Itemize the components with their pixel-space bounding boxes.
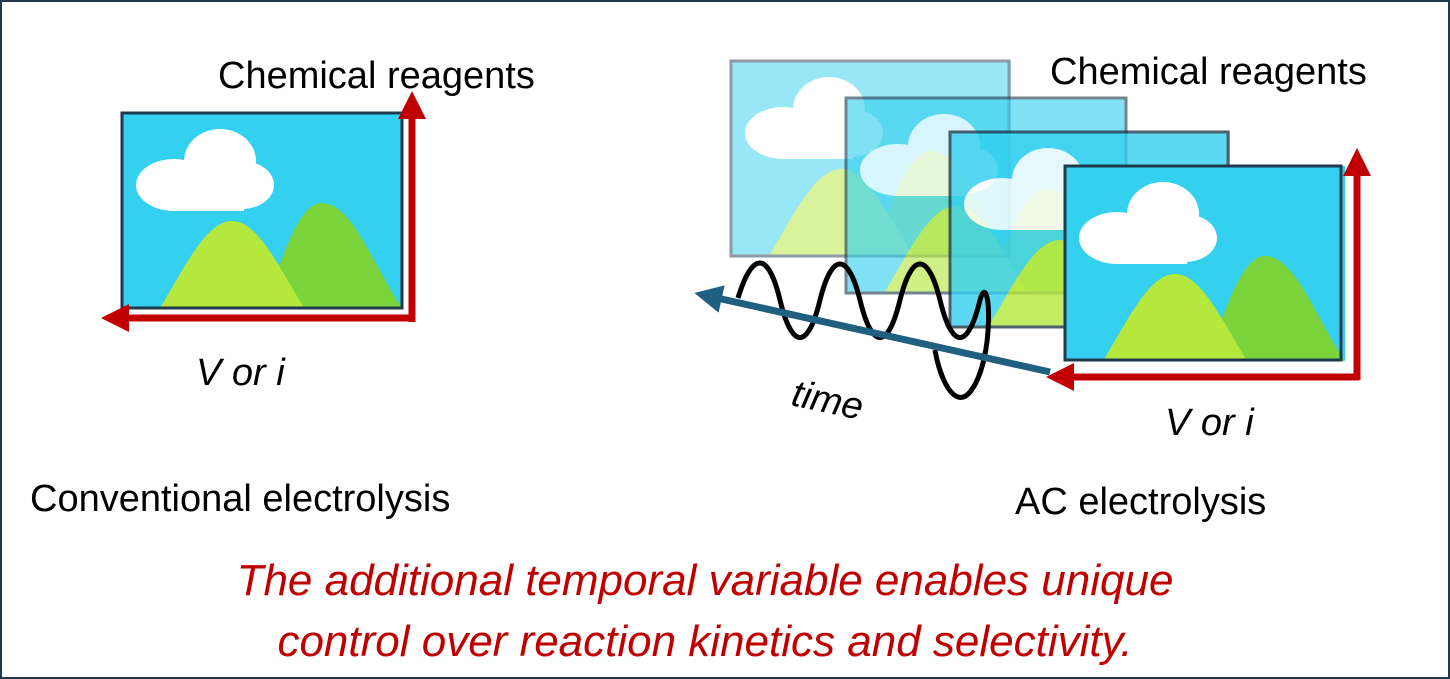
left-landscape-image-icon — [120, 111, 404, 310]
summary-line-1: The additional temporal variable enables… — [237, 556, 1174, 605]
right-x-axis-label: V or i — [1165, 402, 1255, 444]
left-x-axis-label: V or i — [196, 352, 286, 394]
ac-waveform — [735, 260, 991, 400]
left-panel-caption: Conventional electrolysis — [30, 478, 450, 520]
frame-4-landscape-image-icon — [1063, 164, 1345, 362]
left-y-axis-label: Chemical reagents — [218, 55, 535, 97]
summary-line-2: control over reaction kinetics and selec… — [277, 617, 1132, 666]
right-panel-caption: AC electrolysis — [1015, 481, 1266, 523]
right-y-axis-label: Chemical reagents — [1050, 51, 1367, 93]
time-arrow — [694, 285, 1051, 376]
time-label: time — [788, 373, 867, 429]
